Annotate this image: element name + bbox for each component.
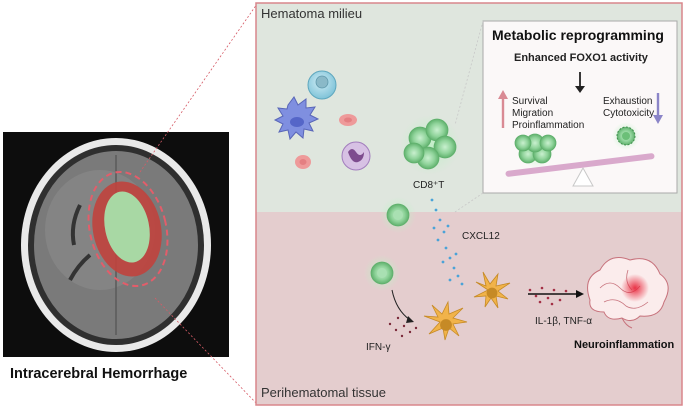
monocyte-icon [307,70,337,100]
erythrocyte-icon-2 [295,155,311,169]
erythrocyte-icon [339,114,357,126]
hematoma-milieu-title: Hematoma milieu [261,6,363,21]
exhaustion-list: Exhaustion Cytotoxicity [603,96,654,120]
migration-item: Migration [512,108,554,119]
down-arrow-purple-icon [653,93,663,124]
cd8-t-cell-cluster-icon [400,115,460,175]
cytokine-arrow-icon [528,290,584,298]
neutrophil-icon [341,141,371,171]
ich-label: Intracerebral Hemorrhage [10,366,188,382]
cxcl12-label: CXCL12 [462,231,500,242]
exhaustion-item: Exhaustion [603,96,653,107]
metabolic-title: Metabolic reprogramming [492,27,664,43]
cd8-label: CD8⁺T [413,180,445,191]
migrating-tcell-icon [380,197,416,233]
dendritic-cell-icon [273,96,320,141]
cytokine-dots [528,286,568,306]
tcell-cluster-small-icon [514,132,557,168]
ifn-label: IFN-γ [366,342,391,353]
survival-item: Survival [512,96,548,107]
proinflammation-item: Proinflammation [512,120,585,131]
microglia-icon-2 [423,300,468,341]
seesaw-icon [505,153,655,187]
foxo1-label: Enhanced FOXO1 activity [514,52,648,64]
perihematomal-title: Perihematomal tissue [261,385,386,400]
microglia-icon [473,271,511,309]
neuroinflammation-label: Neuroinflammation [574,339,675,351]
migrating-tcell-icon-2 [364,255,400,291]
exhausted-tcell-icon [612,122,640,150]
ifn-dots [388,316,418,338]
cytotoxicity-item: Cytotoxicity [603,108,655,119]
cxcl12-dots [430,198,464,286]
survival-list: Survival Migration Proinflammation [512,96,584,132]
up-arrow-icon [498,90,508,128]
brain-icon [587,257,669,329]
cytokine-label: IL-1β, TNF-α [535,316,593,327]
down-arrow-icon [575,72,585,93]
ct-scan-icon [3,132,229,357]
